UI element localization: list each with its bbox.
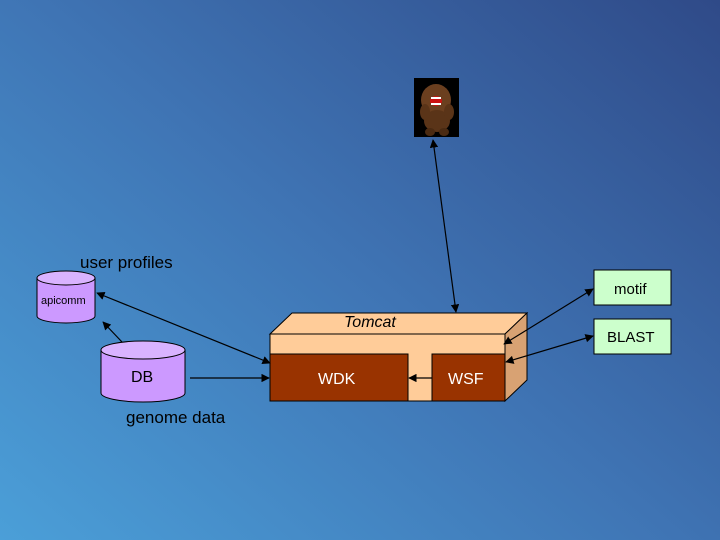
db-apicomm-arrow [102, 321, 123, 343]
tomcat-label: Tomcat [344, 314, 396, 331]
apicomm-wdk-arrow [96, 291, 271, 365]
wdk-component [269, 353, 409, 402]
wdk-label: WDK [318, 371, 356, 388]
genome-data-label: genome data [126, 408, 226, 427]
wsf-blast-arrow [505, 334, 594, 364]
apicomm-label: apicomm [41, 295, 86, 307]
blast-label: BLAST [607, 329, 655, 346]
user-tomcat-arrow [429, 139, 460, 313]
wsf-component [431, 353, 506, 402]
wsf-label: WSF [448, 371, 484, 388]
db-label: DB [131, 369, 154, 386]
blast-box [593, 318, 672, 355]
motif-label: motif [614, 281, 647, 298]
motif-box [593, 269, 672, 306]
user-profiles-label: user profiles [80, 253, 173, 272]
user-monster-icon [414, 78, 459, 137]
apicomm-cylinder [36, 270, 96, 324]
